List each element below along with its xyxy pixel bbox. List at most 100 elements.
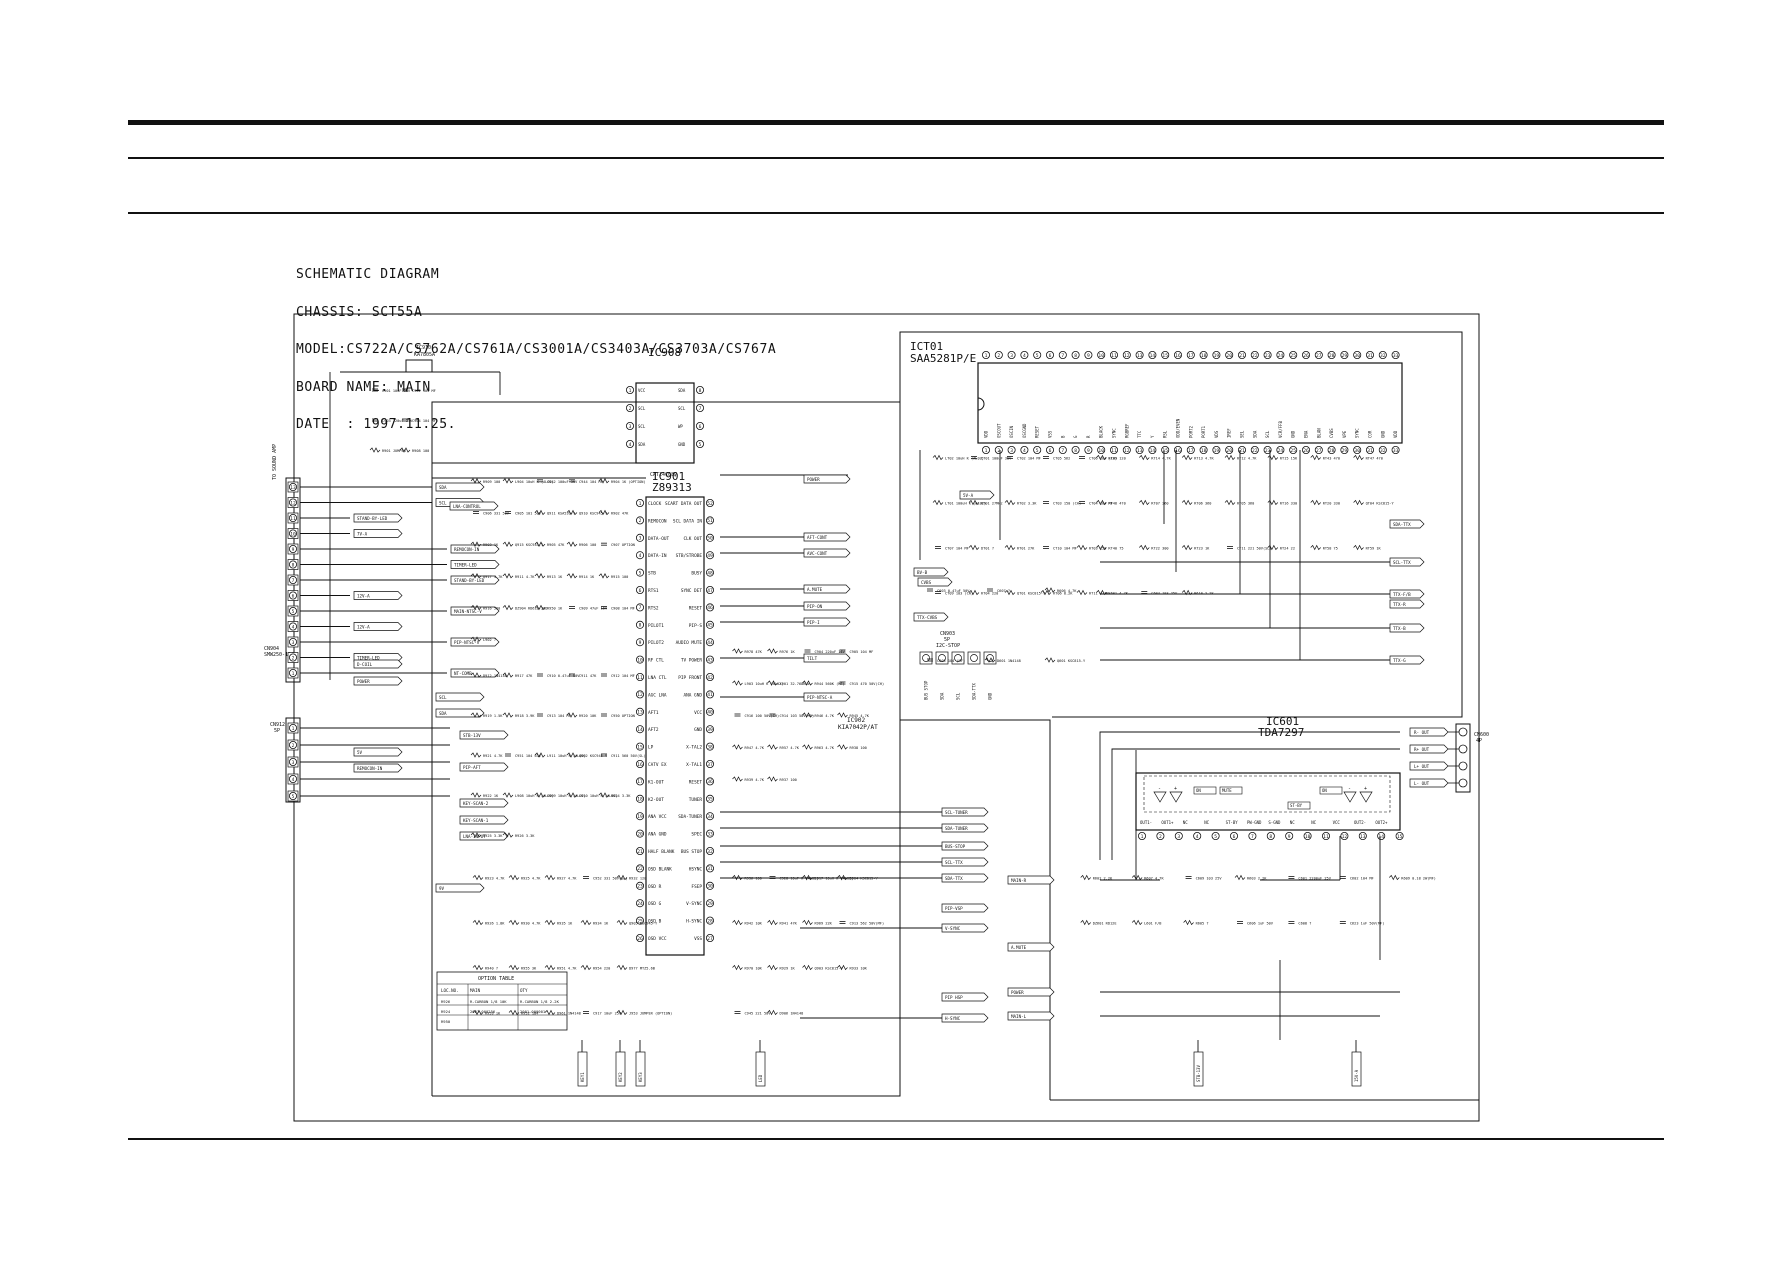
ict01-pin-26-ring — [1302, 350, 1311, 359]
cn904-pin-3: 3 — [292, 640, 295, 646]
ic901-pin-name: DATA-OUT — [648, 536, 670, 542]
ict01-pin-19-ring — [1212, 350, 1221, 359]
component-label: RT47 470 — [1366, 457, 1383, 461]
cn904-pin-5-ring — [288, 607, 297, 616]
ic908-pin-6: 6 — [699, 424, 702, 430]
component-label: C911 560 50V(SL) — [611, 754, 646, 758]
ict01-pin-20-ring — [1225, 445, 1234, 454]
ic901-pin-46: 46 — [707, 605, 713, 611]
component-label: R925 3.3K — [483, 834, 503, 838]
ic901-pin-name: STB — [648, 571, 656, 577]
ict01-pin-15-ring — [1161, 445, 1170, 454]
ic908-pin-name: SCL — [638, 424, 646, 429]
ic601-pin-3-ring — [1174, 832, 1183, 841]
component-label: R913 1K — [547, 575, 563, 579]
ic901-pin-51: 51 — [707, 518, 713, 524]
ict01-pin-24-ring — [1276, 350, 1285, 359]
ic908-pin-name: SCL — [678, 406, 686, 411]
ic901-pin-name: V-SYNC — [686, 901, 702, 907]
ict01-pin-16: 16 — [1175, 353, 1181, 359]
ict01-pin-11: 11 — [1111, 448, 1117, 454]
bottom-border — [128, 1138, 1664, 1140]
option-table-cell: R926 — [441, 999, 451, 1004]
top-border-thick — [128, 120, 1664, 125]
component-label: C910 0.47uF 50V — [547, 674, 580, 678]
ict01-pin-33: 33 — [1393, 353, 1399, 359]
ict01-pin-name: GND — [1291, 430, 1296, 438]
component-label: RT15 15K — [1280, 457, 1298, 461]
ict01-pin-name: BLACK — [1099, 425, 1104, 438]
ic901-pin-name: SPEC — [691, 832, 702, 838]
option-table-cell: 2001-000256 — [470, 1009, 496, 1014]
cn912-pin-4: 4 — [292, 777, 295, 783]
component-label: RT11 4.7K — [1089, 592, 1109, 596]
component-label: D601 1N4148 — [997, 659, 1021, 663]
ic901-pin-name: AFT1 — [648, 710, 659, 716]
component-label: C608 ? — [1298, 922, 1311, 926]
ict01-pin-29: 29 — [1342, 353, 1348, 359]
ic901-pin-25: 25 — [637, 918, 643, 924]
ict01-pin-7: 7 — [1061, 448, 1064, 454]
ic901-pin-33-ring — [706, 829, 715, 838]
model-label: MODEL:CS722A/CS762A/CS761A/CS3001A/CS340… — [296, 342, 777, 357]
ict01-pin-name: GND — [1380, 430, 1385, 438]
ict01-pin-20-ring — [1225, 350, 1234, 359]
component-label: Q910 KSC945-Y — [579, 512, 608, 516]
component-label: C903 220uF 35V — [382, 419, 413, 423]
net-label-a-mute: A.MUTE — [1011, 945, 1027, 950]
cn904-pin-13-ring — [288, 482, 297, 491]
option-table-cell: R924 — [441, 1009, 451, 1014]
component-label: XT01 27MHz — [981, 502, 1003, 506]
ic601-amp-sign: - — [1158, 786, 1161, 792]
ic901-pin-4-ring — [636, 551, 645, 560]
component-label: C911 47K — [579, 674, 597, 678]
ic901-pin-18-ring — [636, 794, 645, 803]
net-label-remocon-in: REMOCON-IN — [454, 547, 480, 552]
ic901-pin-41-ring — [706, 690, 715, 699]
ict01-pin-19: 19 — [1214, 448, 1220, 454]
ic901-pin-16: 16 — [637, 762, 643, 768]
component-label: L909 10uH K (AL02) — [547, 794, 586, 798]
ic601-pin-6-ring — [1230, 832, 1239, 841]
cn904-pin-4: 4 — [292, 624, 295, 630]
ict01-pin-3: 3 — [1010, 448, 1013, 454]
component-label: R926 3.3K — [515, 834, 535, 838]
ict01-pin-14: 14 — [1150, 353, 1156, 359]
ic901-pin-name: PILOT1 — [648, 623, 664, 629]
ic902-part: KIA7042P/AT — [838, 724, 878, 731]
net-label-v-sync: V-SYNC — [945, 926, 961, 931]
cn904-pin-6: 6 — [292, 593, 295, 599]
ic901-body — [645, 496, 705, 956]
ict01-pin-24: 24 — [1278, 448, 1284, 454]
component-label: R609 0.18 2W(MF) — [1401, 877, 1436, 881]
cn912-part: 5P — [274, 728, 280, 734]
ict01-pin-23: 23 — [1265, 353, 1271, 359]
ict01-pin-22-ring — [1250, 445, 1259, 454]
component-label: R969 22K — [815, 922, 833, 926]
ict01-pin-11-ring — [1110, 350, 1119, 359]
net-label-5v-a: 5V-A — [963, 493, 974, 498]
component-label: RT02 3.3K — [1017, 502, 1037, 506]
ic901-pin-2-ring — [636, 516, 645, 525]
ic901-pin-27: 27 — [707, 936, 713, 942]
ic901-pin-name: CATV EX — [648, 762, 667, 768]
ic901-pin-35-ring — [706, 794, 715, 803]
ict01-pin-8: 8 — [1074, 448, 1077, 454]
net-label-main-l: MAIN-L — [1011, 1014, 1027, 1019]
ic901-pin-name: FSEP — [691, 884, 702, 890]
net-label-lna-control: LNA-CONTROL — [453, 504, 481, 509]
ic901-pin-12-ring — [636, 690, 645, 699]
ict01-pin-name: Y — [1150, 435, 1155, 438]
component-label: RT14 4.7K — [1151, 457, 1171, 461]
ic901-pin-52: 52 — [707, 501, 713, 507]
net-label-a-mute: A.MUTE — [807, 587, 823, 592]
component-label: R920 10K — [579, 714, 597, 718]
ic910-part: KA7805A — [414, 352, 435, 358]
net-label-pip-hsp: PIP HSP — [945, 995, 963, 1000]
component-label: CT07 104 MF — [945, 547, 969, 551]
bottom-net-label: KEY3 — [638, 1072, 643, 1082]
net-label-pip-aft: PIP-AFT — [463, 765, 481, 770]
